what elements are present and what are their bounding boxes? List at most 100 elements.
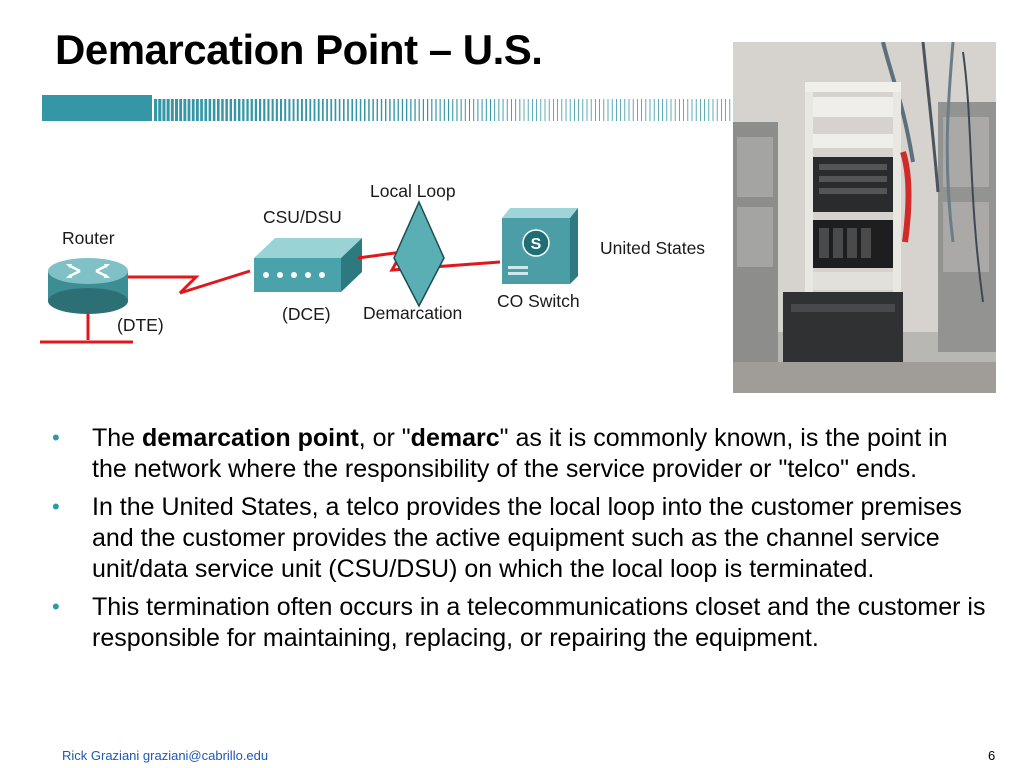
banner-stripe xyxy=(704,99,705,121)
banner-stripe xyxy=(637,99,638,121)
banner-stripe xyxy=(191,99,195,121)
banner-stripe xyxy=(217,99,220,121)
banner-stripe xyxy=(301,99,303,121)
banner-stripe xyxy=(548,99,550,121)
banner-stripe xyxy=(527,99,529,121)
dce-label: (DCE) xyxy=(282,304,331,324)
banner-stripe xyxy=(687,99,689,121)
banner-stripe xyxy=(464,99,466,121)
banner-stripe xyxy=(700,99,701,121)
banner-stripe xyxy=(695,99,697,121)
switch-glyph: S xyxy=(531,236,542,253)
banner-stripe xyxy=(183,99,187,121)
co-switch-icon: S xyxy=(502,208,578,284)
banner-stripe xyxy=(225,99,228,121)
banner-stripe xyxy=(679,99,680,121)
bullet-list: • The demarcation point, or "demarc" as … xyxy=(52,423,987,661)
banner-stripe xyxy=(158,99,162,121)
banner-stripe xyxy=(418,99,420,121)
csu-dsu-icon xyxy=(254,238,362,292)
serial-link xyxy=(125,269,251,295)
banner-stripe xyxy=(553,99,554,121)
banner-stripe xyxy=(658,99,659,121)
banner-stripe xyxy=(229,99,232,121)
banner-stripe xyxy=(456,99,458,121)
banner-stripe xyxy=(725,99,726,121)
banner-stripe xyxy=(385,99,387,121)
router-icon xyxy=(48,258,128,314)
bold-term-demarc: demarc xyxy=(410,424,500,452)
banner-stripe xyxy=(271,99,274,121)
demarcation-label: Demarcation xyxy=(363,303,462,323)
banner-stripe xyxy=(481,99,483,121)
banner-stripe xyxy=(427,99,429,121)
banner-stripe xyxy=(284,99,287,121)
banner-stripe xyxy=(645,99,647,121)
banner-stripe xyxy=(347,99,349,121)
banner-stripe xyxy=(359,99,362,121)
banner-stripe xyxy=(565,99,567,121)
banner-stripe xyxy=(716,99,718,121)
banner-stripe xyxy=(389,99,391,121)
banner-stripe xyxy=(238,99,241,121)
banner-stripe xyxy=(242,99,245,121)
banner-stripe xyxy=(196,99,199,121)
banner-stripe xyxy=(334,99,337,121)
banner-stripe xyxy=(607,99,609,121)
banner-stripe xyxy=(259,99,262,121)
bullet-item: • In the United States, a telco provides… xyxy=(52,492,987,585)
banner-stripe xyxy=(628,99,630,121)
bullet-text-post: " as it is commonly known, is the point … xyxy=(92,424,948,483)
banner-stripe xyxy=(254,99,257,121)
banner-stripe xyxy=(200,99,203,121)
bullet-text: This termination often occurs in a telec… xyxy=(92,593,986,652)
banner-stripe xyxy=(498,99,500,121)
banner-stripe xyxy=(170,99,174,121)
banner-stripe xyxy=(515,99,517,121)
footer-author: Rick Graziani graziani@cabrillo.edu xyxy=(62,748,269,763)
banner-stripe xyxy=(368,99,370,121)
banner-stripe xyxy=(162,99,166,121)
banner-stripe xyxy=(380,99,383,121)
banner-stripe xyxy=(632,99,634,121)
banner-stripe xyxy=(431,99,433,121)
banner-stripe xyxy=(603,99,605,121)
banner-stripe xyxy=(343,99,345,121)
banner-stripe xyxy=(397,99,399,121)
banner-stripe xyxy=(246,99,249,121)
banner-stripe xyxy=(233,99,237,121)
banner-stripe xyxy=(401,99,404,121)
banner-stripe xyxy=(557,99,558,121)
banner-stripe xyxy=(653,99,655,121)
banner-stripe xyxy=(166,99,170,121)
banner-stripe xyxy=(280,99,282,121)
bullet-dot-icon: • xyxy=(52,425,60,450)
banner-stripe xyxy=(519,99,521,121)
banner-stripe xyxy=(179,99,183,121)
banner-stripe xyxy=(448,99,450,121)
banner-stripe xyxy=(187,99,191,121)
banner-stripe xyxy=(351,99,353,121)
bullet-item: • The demarcation point, or "demarc" as … xyxy=(52,423,987,485)
banner-stripe xyxy=(250,99,253,121)
banner-stripe xyxy=(393,99,395,121)
banner-stripe xyxy=(296,99,299,121)
banner-stripe xyxy=(221,99,224,121)
banner-stripe xyxy=(502,99,504,121)
banner-stripe xyxy=(326,99,328,121)
banner-stripe xyxy=(275,99,278,121)
banner-stripe xyxy=(460,99,462,121)
bullet-dot-icon: • xyxy=(52,494,60,519)
dte-label: (DTE) xyxy=(117,315,164,335)
banner-stripe xyxy=(506,99,508,121)
router-label: Router xyxy=(62,228,115,248)
page-number: 6 xyxy=(988,748,996,763)
bold-term-demarcation-point: demarcation point xyxy=(142,424,359,452)
banner-stripe xyxy=(536,99,537,121)
banner-stripe xyxy=(540,99,542,121)
banner-stripe xyxy=(305,99,308,121)
banner-stripe xyxy=(674,99,676,121)
banner-stripe xyxy=(355,99,358,121)
banner-stripe xyxy=(641,99,642,121)
banner-stripe xyxy=(485,99,487,121)
